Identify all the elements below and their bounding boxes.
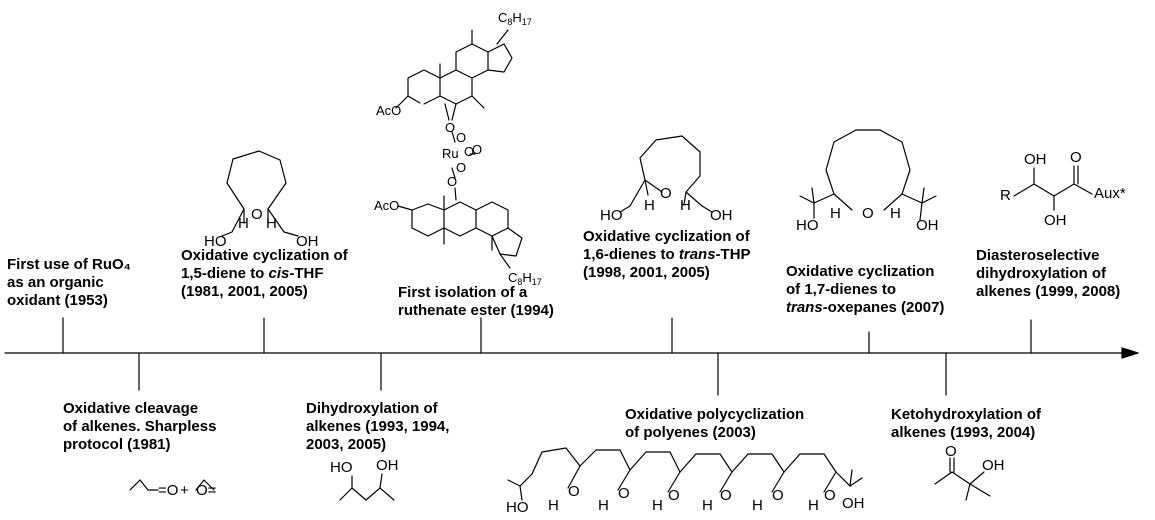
atom-ho: HO [600,207,623,224]
atom-oh: OH [710,207,733,224]
atom-oh: OH [1024,151,1047,168]
cis-thf-structure [221,150,299,237]
atom-h: H [808,497,819,514]
atom-o: O [824,487,836,504]
event-label-cis-thf: Oxidative cyclization of 1,5-diene to ci… [181,247,348,300]
event-label-polycyclization: Oxidative polycyclization of polyenes (2… [625,406,805,441]
atom-h: H [238,215,249,232]
event-label-dihydroxylation: Dihydroxylation of alkenes (1993, 1994, … [306,400,450,453]
atom-c8h17-top: C8H17 [498,10,532,27]
atom-ho: HO [330,459,353,476]
event-label-ketohydroxylation: Ketohydroxylation of alkenes (1993, 2004… [891,406,1042,441]
event-label-cleavage: Oxidative cleavage of alkenes. Sharpless… [63,400,217,453]
atom-aco-top: AcO [376,103,401,118]
atom-oh: OH [916,217,939,234]
atom-o: O [772,487,784,504]
atom-h: H [644,197,655,214]
atom-plus: + [180,482,189,499]
atom-oh: OH [982,457,1005,474]
atom-h: H [890,205,901,222]
atom-o: O [618,485,630,502]
atom-o: O [464,144,474,159]
atom-h: H [830,205,841,222]
atom-c8h17-bottom: C8H17 [508,270,542,287]
atom-h: H [702,497,713,514]
atom-h: H [652,497,663,514]
atom-ho: HO [204,233,227,250]
ketone-pair-structure [129,479,215,491]
poly-thf-structure [507,447,863,501]
event-label-diastereoselective: Diasteroselective dihydroxylation of alk… [976,247,1121,300]
atom-o: O [945,443,957,460]
atom-h: H [548,497,559,514]
atom-o: O [472,142,482,157]
atom-r: R [1000,187,1011,204]
atom-aco-bottom: AcO [374,198,399,213]
event-label-trans-oxepanes: Oxidative cyclization of 1,7-dienes to t… [786,263,945,316]
atom-o: O [660,185,672,202]
atom-h: H [680,197,691,214]
atom-o: O [447,174,457,189]
atom-eq-o: =O [158,482,178,499]
trans-thp-structure [619,135,713,213]
atom-o: O [456,130,466,145]
event-label-trans-thp: Oxidative cyclization of 1,6-dienes to t… [583,228,751,281]
atom-o: O [456,160,466,175]
structure-atom-labels: HO O H H OH C8H17 AcO O O Ru O O O O AcO… [158,10,1126,516]
ketol-structure [934,457,991,501]
timeline-arrowhead [1121,347,1139,359]
atom-oh: OH [376,457,399,474]
atom-ru: Ru [442,146,459,161]
atom-o: O [251,206,263,223]
aux-diol-structure [1013,165,1093,211]
atom-h: H [266,215,277,232]
atom-o: O [668,487,680,504]
atom-h: H [598,497,609,514]
atom-ho: HO [506,499,529,515]
atom-oh: OH [296,233,319,250]
event-label-first-use: First use of RuO₄ as an organic oxidant … [7,256,131,309]
atom-o: O [1070,149,1082,166]
trans-oxepane-structure [799,129,937,221]
atom-o-eq: O= [196,482,217,499]
atom-o: O [862,205,874,222]
ruthenate-ester-structure [395,29,523,269]
atom-oh: OH [1044,212,1067,229]
diol-structure [339,473,395,501]
atom-o: O [568,483,580,500]
event-label-ruthenate-ester: First isolation of a ruthenate ester (19… [398,284,554,319]
atom-oh: OH [842,495,865,512]
atom-aux: Aux* [1094,185,1126,202]
atom-ho: HO [796,217,819,234]
atom-h: H [752,497,763,514]
atom-o: O [445,120,455,135]
atom-o: O [720,487,732,504]
